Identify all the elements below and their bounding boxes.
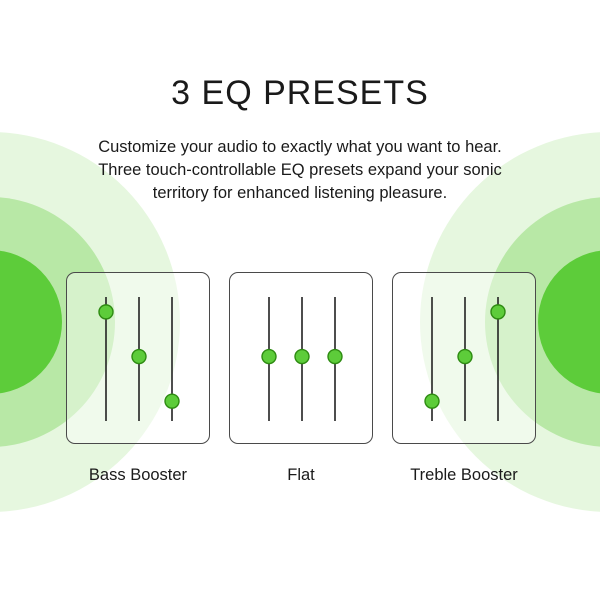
eq-slider-knob xyxy=(261,348,277,365)
preset-label-bass-booster: Bass Booster xyxy=(88,466,188,484)
left-circle-inner xyxy=(0,250,62,394)
eq-sliders-icon xyxy=(261,297,343,421)
preset-label-treble-booster: Treble Booster xyxy=(410,466,518,484)
right-circle-inner xyxy=(538,250,600,394)
description-line: Customize your audio to exactly what you… xyxy=(98,138,502,156)
eq-slider-knob xyxy=(164,393,180,409)
eq-slider-knob xyxy=(327,348,343,365)
preset-card-treble-booster[interactable] xyxy=(392,272,536,444)
description-line: territory for enhanced listening pleasur… xyxy=(152,184,448,202)
page-title: 3 EQ PRESETS xyxy=(171,74,429,112)
eq-slider-knob xyxy=(457,348,473,365)
eq-slider-knob xyxy=(131,348,147,365)
eq-sliders-icon xyxy=(98,297,180,421)
eq-sliders-icon xyxy=(424,297,506,421)
preset-card-bass-booster[interactable] xyxy=(66,272,210,444)
preset-label-flat: Flat xyxy=(287,466,315,484)
page-description: Customize your audio to exactly what you… xyxy=(60,136,540,205)
eq-slider-knob xyxy=(98,304,114,320)
eq-slider-knob xyxy=(490,304,506,320)
eq-slider-knob xyxy=(294,348,310,365)
eq-slider-knob xyxy=(424,393,440,409)
preset-card-flat[interactable] xyxy=(229,272,373,444)
description-line: Three touch-controllable EQ presets expa… xyxy=(98,161,502,179)
